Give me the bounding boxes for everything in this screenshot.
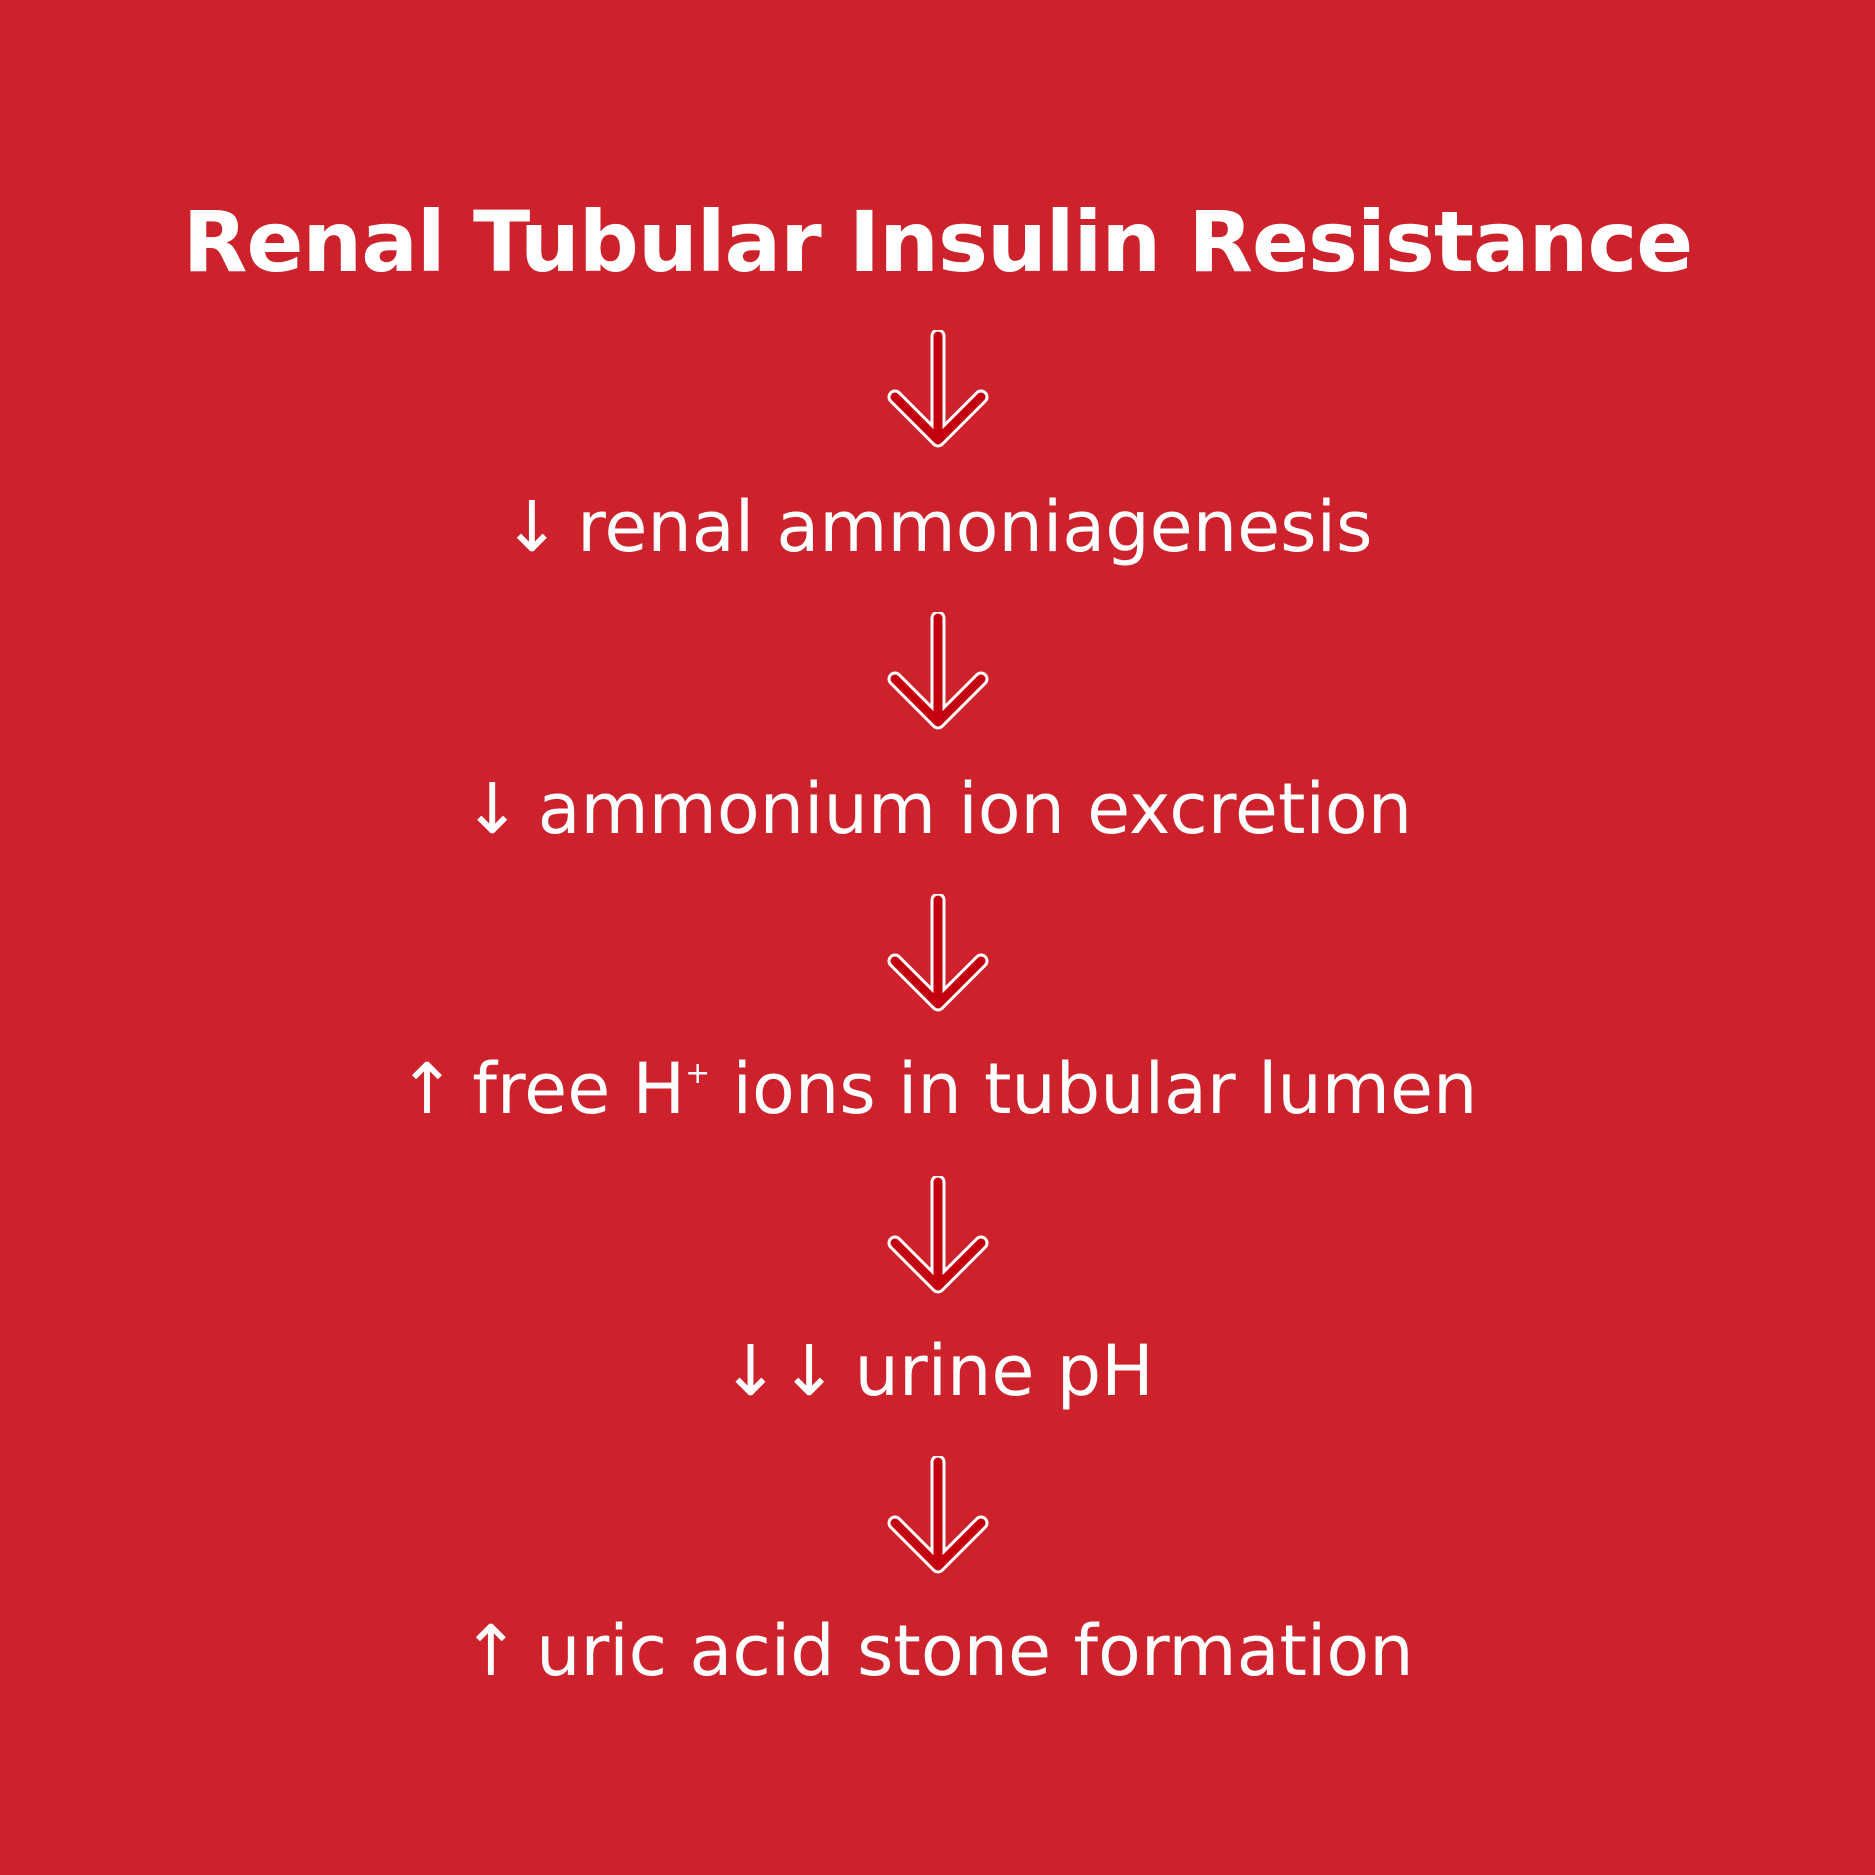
down-arrow-icon [887, 1456, 989, 1574]
step-uric-acid-stone-formation: ↑uric acid stone formation [0, 1606, 1875, 1696]
down-arrow-icon [887, 1176, 989, 1294]
step-free-h-ions: ↑free H+ ions in tubular lumen [0, 1044, 1875, 1134]
step-label: uric acid stone formation [536, 1610, 1414, 1692]
increase-symbol: ↑ [461, 1610, 521, 1692]
step-urine-ph: ↓↓urine pH [0, 1326, 1875, 1416]
down-arrow-icon [887, 330, 989, 448]
increase-symbol: ↑ [397, 1048, 457, 1130]
step-label: urine pH [854, 1330, 1154, 1412]
down-arrow-icon [887, 612, 989, 730]
step-label-part: ions in tubular lumen [710, 1048, 1478, 1130]
down-arrow-icon [887, 894, 989, 1012]
decrease-symbol: ↓ [502, 486, 562, 568]
step-label: renal ammoniagenesis [577, 486, 1373, 568]
superscript-plus: + [685, 1056, 711, 1091]
diagram-title: Renal Tubular Insulin Resistance [182, 193, 1693, 291]
double-decrease-symbol: ↓↓ [721, 1330, 839, 1412]
step-label-part: free H [472, 1048, 686, 1130]
decrease-symbol: ↓ [462, 768, 522, 850]
step-ammonium-ion-excretion: ↓ammonium ion excretion [0, 764, 1875, 854]
step-renal-ammoniagenesis: ↓renal ammoniagenesis [0, 482, 1875, 572]
step-label: ammonium ion excretion [537, 768, 1413, 850]
